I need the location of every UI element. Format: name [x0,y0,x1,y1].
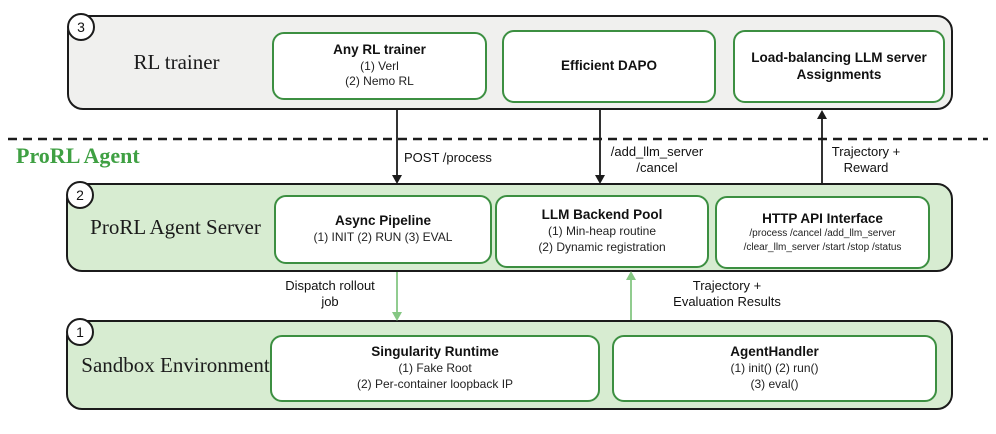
label-dispatch-rollout-line1: Dispatch rollout [285,278,375,293]
node-http-api-interface-title: HTTP API Interface [762,210,883,226]
label-trajectory-reward-line2: Reward [843,160,889,176]
label-trajectory-evaluation: Trajectory + Evaluation Results [652,278,802,311]
node-http-api-interface: HTTP API Interface /process /cancel /add… [715,196,930,269]
node-any-rl-trainer-title: Any RL trainer [333,41,426,57]
label-post-process-text: POST /process [404,150,492,165]
label-add-llm-server-line1: /add_llm_server [610,144,704,159]
node-agenthandler-line2: (3) eval() [750,376,799,391]
node-http-api-interface-line1: /process /cancel /add_llm_server [749,228,896,240]
node-llm-backend-pool: LLM Backend Pool (1) Min-heap routine (2… [495,195,709,268]
node-singularity-runtime-line2: (2) Per-container loopback IP [356,376,514,391]
node-http-api-interface-line2: /clear_llm_server /start /stop /status [743,241,902,253]
arrow-dispatch-rollout [392,272,402,321]
label-post-process: POST /process [404,150,514,166]
node-llm-backend-pool-line1: (1) Min-heap routine [547,224,657,239]
label-dispatch-rollout-line2: job [321,294,339,310]
layer-rl-trainer: 3 RL trainer Any RL trainer (1) Verl (2)… [67,13,953,110]
node-load-balancing-title: Load-balancing LLM server Assignments [751,49,927,82]
node-singularity-runtime-line1: (1) Fake Root [398,361,472,376]
node-llm-backend-pool-line2: (2) Dynamic registration [538,239,666,254]
node-any-rl-trainer-line1: (1) Verl [360,58,399,73]
node-llm-backend-pool-title: LLM Backend Pool [541,207,663,223]
node-singularity-runtime-title: Singularity Runtime [371,344,499,360]
node-async-pipeline: Async Pipeline (1) INIT (2) RUN (3) EVAL [274,195,492,264]
label-trajectory-reward: Trajectory + Reward [816,144,916,177]
node-agenthandler-title: AgentHandler [730,344,819,360]
node-async-pipeline-line1: (1) INIT (2) RUN (3) EVAL [313,230,453,245]
label-add-llm-server-line2: /cancel [636,160,678,176]
node-agenthandler-line1: (1) init() (2) run() [730,361,819,376]
node-singularity-runtime: Singularity Runtime (1) Fake Root (2) Pe… [270,335,600,402]
label-trajectory-evaluation-line2: Evaluation Results [673,294,781,310]
label-trajectory-evaluation-line1: Trajectory + [692,278,762,293]
label-trajectory-reward-line1: Trajectory + [831,144,901,159]
node-efficient-dapo-title: Efficient DAPO [560,58,657,74]
node-any-rl-trainer: Any RL trainer (1) Verl (2) Nemo RL [272,32,487,100]
layer-prorl-agent-server: 2 ProRL Agent Server Async Pipeline (1) … [66,181,953,272]
node-async-pipeline-title: Async Pipeline [334,213,432,229]
layer3-title: RL trainer [133,50,220,74]
node-efficient-dapo: Efficient DAPO [502,30,716,103]
arrow-post-process [392,110,402,184]
layer-sandbox-environment: 1 Sandbox Environment Singularity Runtim… [66,318,953,410]
layer2-title: ProRL Agent Server [90,215,261,239]
node-load-balancing: Load-balancing LLM server Assignments [733,30,945,103]
layer1-title: Sandbox Environment [81,352,270,377]
prorl-agent-heading: ProRL Agent [16,143,140,168]
node-any-rl-trainer-line2: (2) Nemo RL [345,74,414,89]
label-dispatch-rollout: Dispatch rollout job [270,278,390,311]
node-agenthandler: AgentHandler (1) init() (2) run() (3) ev… [612,335,937,402]
layer1-number-badge: 1 [66,318,94,346]
layer3-number-badge: 3 [67,13,95,41]
layer2-number-badge: 2 [66,181,94,209]
arrow-trajectory-evaluation [626,271,636,320]
label-add-llm-server: /add_llm_server /cancel [602,144,712,177]
